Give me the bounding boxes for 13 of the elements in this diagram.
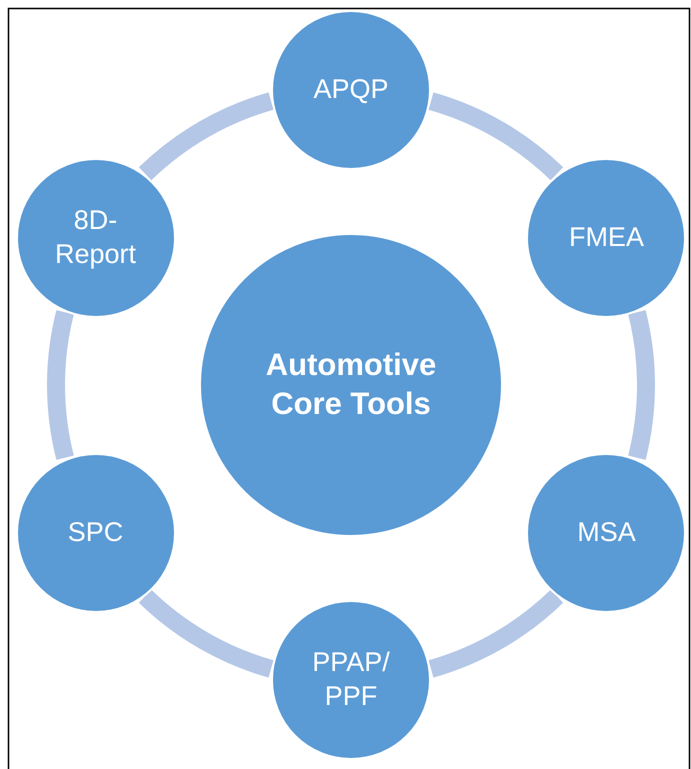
circle-label: APQP: [313, 73, 389, 106]
ring-connector: [628, 310, 655, 460]
ring-connector: [47, 310, 74, 460]
circle-label: FMEA: [568, 220, 644, 254]
circle-label: SPC: [68, 516, 124, 549]
circle-label: Automotive Core Tools: [264, 346, 438, 423]
circle-label: MSA: [577, 516, 636, 549]
ring-connector: [428, 589, 563, 678]
ring-connector: [139, 92, 274, 181]
ring-connector: [139, 589, 274, 678]
circle-label: 8D- Report: [54, 204, 138, 271]
ring-connector: [428, 92, 563, 181]
circle-label: PPAP/ PPF: [311, 646, 391, 713]
